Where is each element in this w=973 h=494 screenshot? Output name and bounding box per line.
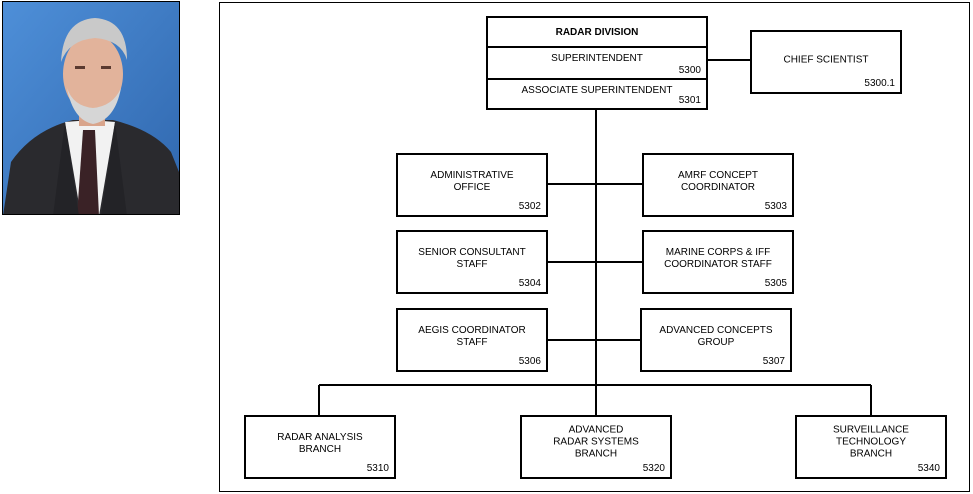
superintendent-box: SUPERINTENDENT 5300 (486, 46, 708, 80)
superintendent-code: 5300 (678, 65, 701, 76)
branch-label: ADVANCED RADAR SYSTEMS BRANCH (553, 424, 639, 460)
aegis-coordinator-staff-box: AEGIS COORDINATOR STAFF 5306 (396, 308, 548, 372)
staff-code: 5302 (518, 201, 541, 212)
connector-lines (318, 59, 872, 415)
marine-corps-iff-coordinator-box: MARINE CORPS & IFF COORDINATOR STAFF 530… (642, 230, 794, 294)
staff-code: 5306 (518, 356, 541, 367)
staff-label: AMRF CONCEPT COORDINATOR (678, 170, 758, 194)
chief-scientist-label: CHIEF SCIENTIST (783, 54, 869, 66)
branch-label: RADAR ANALYSIS BRANCH (277, 432, 363, 456)
staff-label: AEGIS COORDINATOR STAFF (418, 325, 526, 349)
superintendent-label: SUPERINTENDENT (551, 53, 643, 64)
staff-code: 5307 (762, 356, 785, 367)
staff-code: 5303 (764, 201, 787, 212)
branch-code: 5340 (917, 463, 940, 474)
chief-scientist-box: CHIEF SCIENTIST 5300.1 (750, 30, 902, 94)
surveillance-technology-branch-box: SURVEILLANCE TECHNOLOGY BRANCH 5340 (795, 415, 947, 479)
advanced-concepts-group-box: ADVANCED CONCEPTS GROUP 5307 (640, 308, 792, 372)
associate-superintendent-code: 5301 (678, 95, 701, 106)
branch-code: 5310 (366, 463, 389, 474)
staff-label: MARINE CORPS & IFF COORDINATOR STAFF (664, 247, 772, 271)
associate-superintendent-label: ASSOCIATE SUPERINTENDENT (521, 85, 673, 96)
branch-code: 5320 (642, 463, 665, 474)
staff-code: 5304 (518, 278, 541, 289)
senior-consultant-staff-box: SENIOR CONSULTANT STAFF 5304 (396, 230, 548, 294)
chief-scientist-code: 5300.1 (864, 78, 895, 89)
staff-label: SENIOR CONSULTANT STAFF (418, 247, 526, 271)
org-chart: RADAR DIVISION SUPERINTENDENT 5300 ASSOC… (219, 2, 970, 492)
associate-superintendent-box: ASSOCIATE SUPERINTENDENT 5301 (486, 78, 708, 110)
staff-label: ADMINISTRATIVE OFFICE (430, 170, 514, 194)
administrative-office-box: ADMINISTRATIVE OFFICE 5302 (396, 153, 548, 217)
advanced-radar-systems-branch-box: ADVANCED RADAR SYSTEMS BRANCH 5320 (520, 415, 672, 479)
branch-label: SURVEILLANCE TECHNOLOGY BRANCH (833, 424, 909, 460)
portrait-photo (2, 1, 180, 215)
division-title-box: RADAR DIVISION (486, 16, 708, 48)
staff-code: 5305 (764, 278, 787, 289)
radar-analysis-branch-box: RADAR ANALYSIS BRANCH 5310 (244, 415, 396, 479)
staff-label: ADVANCED CONCEPTS GROUP (659, 325, 773, 349)
amrf-concept-coordinator-box: AMRF CONCEPT COORDINATOR 5303 (642, 153, 794, 217)
division-title: RADAR DIVISION (555, 27, 639, 38)
